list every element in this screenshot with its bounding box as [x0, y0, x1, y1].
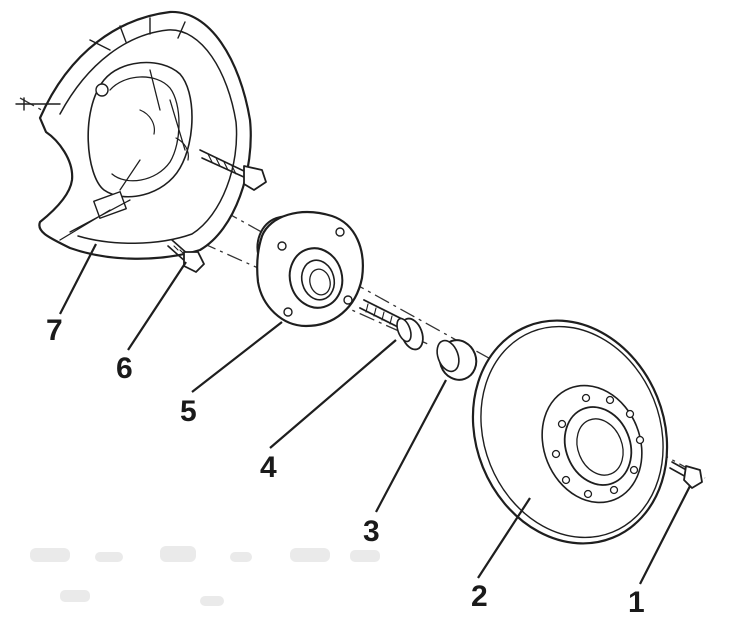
- callout-6: 6: [116, 352, 133, 385]
- leader-lines: [59, 243, 691, 585]
- plate-bolt: [199, 149, 267, 191]
- disc-screw-part-1: [669, 461, 703, 489]
- callout-4: 4: [260, 451, 277, 484]
- leader-6: [127, 261, 187, 351]
- callout-3: 3: [363, 515, 380, 548]
- callout-5: 5: [180, 395, 197, 428]
- leader-3: [375, 379, 447, 513]
- callout-7: 7: [46, 314, 63, 347]
- hub-bolt-part-4: [359, 299, 424, 351]
- leader-7: [59, 243, 97, 315]
- leader-2: [477, 497, 531, 579]
- wheel-hub-part-5: [256, 211, 364, 328]
- backing-plate: [15, 10, 252, 260]
- bolt-part-6: [167, 239, 205, 273]
- grease-cap-part-3: [436, 339, 478, 381]
- brake-disc-part-2: [471, 319, 669, 545]
- callout-1: 1: [628, 586, 645, 619]
- leader-1: [639, 485, 691, 585]
- watermark-smudge: [30, 546, 380, 606]
- leader-4: [269, 339, 397, 449]
- leader-5: [191, 321, 283, 393]
- callout-2: 2: [471, 580, 488, 613]
- disc-stud-holes: [551, 393, 645, 499]
